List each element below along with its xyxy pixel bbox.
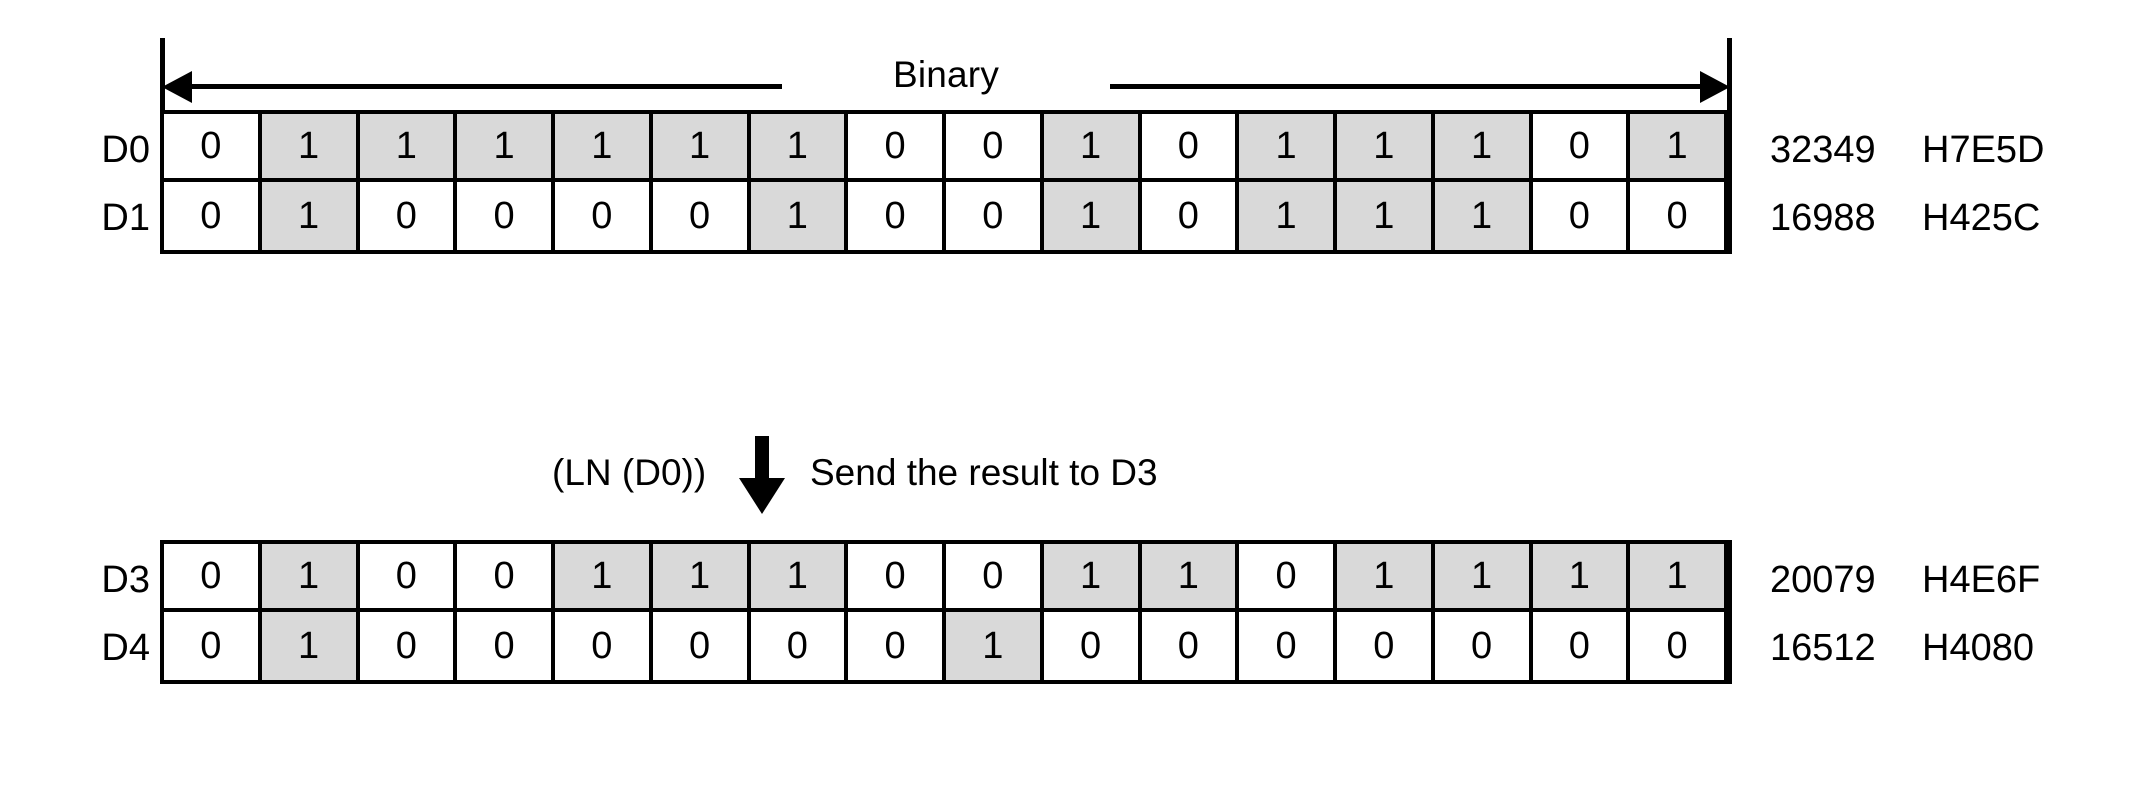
register-label: D4	[101, 627, 150, 669]
bit-cell: 1	[261, 114, 360, 178]
row-values: 20079 H4E6F	[1770, 544, 2092, 616]
hex-value: H7E5D	[1922, 129, 2045, 171]
bit-cell: 1	[750, 544, 849, 608]
bit-cell: 1	[1043, 544, 1142, 608]
register-label: D3	[101, 559, 150, 601]
bit-cell: 0	[164, 182, 262, 250]
bit-cell: 1	[1532, 544, 1631, 608]
bit-cell: 1	[1630, 544, 1728, 608]
arrow-down-icon	[739, 436, 785, 514]
bit-cell: 1	[1239, 114, 1337, 178]
bit-cell: 1	[1434, 182, 1533, 250]
operation-expression: (LN (D0))	[552, 452, 707, 493]
bit-cell: 1	[457, 114, 555, 178]
bit-cell: 0	[1532, 114, 1631, 178]
bit-cell: 0	[555, 612, 653, 680]
bit-cell: 1	[359, 114, 458, 178]
bit-cell: 0	[652, 182, 751, 250]
bit-cell: 0	[457, 612, 555, 680]
row-values: 16988 H425C	[1770, 182, 2092, 254]
bit-cell: 1	[555, 544, 653, 608]
bit-cell: 0	[848, 544, 946, 608]
bit-cell: 0	[750, 612, 849, 680]
bit-cell: 1	[1043, 182, 1142, 250]
bit-cell: 0	[164, 544, 262, 608]
operation-annotation: (LN (D0)) Send the result to D3	[160, 436, 1732, 514]
bit-cell: 1	[261, 612, 360, 680]
row-values: 32349 H7E5D	[1770, 114, 2092, 186]
bit-cell: 0	[848, 612, 946, 680]
hex-value: H425C	[1922, 197, 2041, 239]
bit-cell: 0	[848, 114, 946, 178]
bit-cell: 0	[652, 612, 751, 680]
bit-cell: 0	[164, 114, 262, 178]
bit-cell: 0	[1141, 114, 1240, 178]
axis-line-left	[172, 84, 782, 89]
bit-cell: 0	[457, 544, 555, 608]
decimal-value: 20079	[1770, 559, 1876, 601]
bit-cell: 0	[359, 182, 458, 250]
bit-cell: 1	[1630, 114, 1728, 178]
bit-cell: 0	[1239, 544, 1337, 608]
hex-value: H4E6F	[1922, 559, 2041, 601]
hex-value: H4080	[1922, 627, 2034, 669]
bit-cell: 0	[1630, 612, 1728, 680]
row-values: 16512 H4080	[1770, 612, 2092, 684]
bit-cell: 1	[261, 182, 360, 250]
bit-cell: 1	[1239, 182, 1337, 250]
bit-cell: 1	[652, 114, 751, 178]
bit-cell: 1	[1337, 544, 1435, 608]
bit-cell: 0	[946, 182, 1044, 250]
bit-cell: 1	[1043, 114, 1142, 178]
bit-cell: 0	[555, 182, 653, 250]
decimal-value: 16512	[1770, 627, 1876, 669]
bit-cell: 0	[1630, 182, 1728, 250]
bit-cell: 0	[946, 114, 1044, 178]
bit-cell: 1	[750, 182, 849, 250]
bit-cell: 1	[750, 114, 849, 178]
bit-cell: 1	[1434, 114, 1533, 178]
bit-cell: 1	[1141, 544, 1240, 608]
bit-cell: 0	[1532, 182, 1631, 250]
bit-cell: 0	[848, 182, 946, 250]
arrow-left-icon	[162, 71, 192, 103]
bit-cell: 0	[1043, 612, 1142, 680]
bit-cell: 0	[1337, 612, 1435, 680]
bit-cell: 1	[261, 544, 360, 608]
bit-cell: 1	[555, 114, 653, 178]
bit-cell: 1	[1434, 544, 1533, 608]
bit-cell: 0	[457, 182, 555, 250]
bit-cell: 0	[1532, 612, 1631, 680]
operation-note: Send the result to D3	[810, 452, 1158, 493]
bit-cell: 0	[946, 544, 1044, 608]
bit-cell: 0	[359, 544, 458, 608]
register-label: D1	[101, 197, 150, 239]
bit-cell: 0	[1141, 182, 1240, 250]
axis-label: Binary	[892, 54, 1000, 95]
register-label: D0	[101, 129, 150, 171]
decimal-value: 32349	[1770, 129, 1876, 171]
axis-line-right	[1110, 84, 1720, 89]
bit-cell: 1	[1337, 114, 1435, 178]
bit-cell: 0	[1239, 612, 1337, 680]
bit-cell: 1	[1337, 182, 1435, 250]
bit-cell: 0	[359, 612, 458, 680]
arrow-right-icon	[1700, 71, 1730, 103]
decimal-value: 16988	[1770, 197, 1876, 239]
bit-cell: 1	[946, 612, 1044, 680]
bit-cell: 0	[1141, 612, 1240, 680]
binary-axis: Binary	[160, 38, 1732, 110]
bit-cell: 0	[1434, 612, 1533, 680]
bit-cell: 1	[652, 544, 751, 608]
bit-cell: 0	[164, 612, 262, 680]
